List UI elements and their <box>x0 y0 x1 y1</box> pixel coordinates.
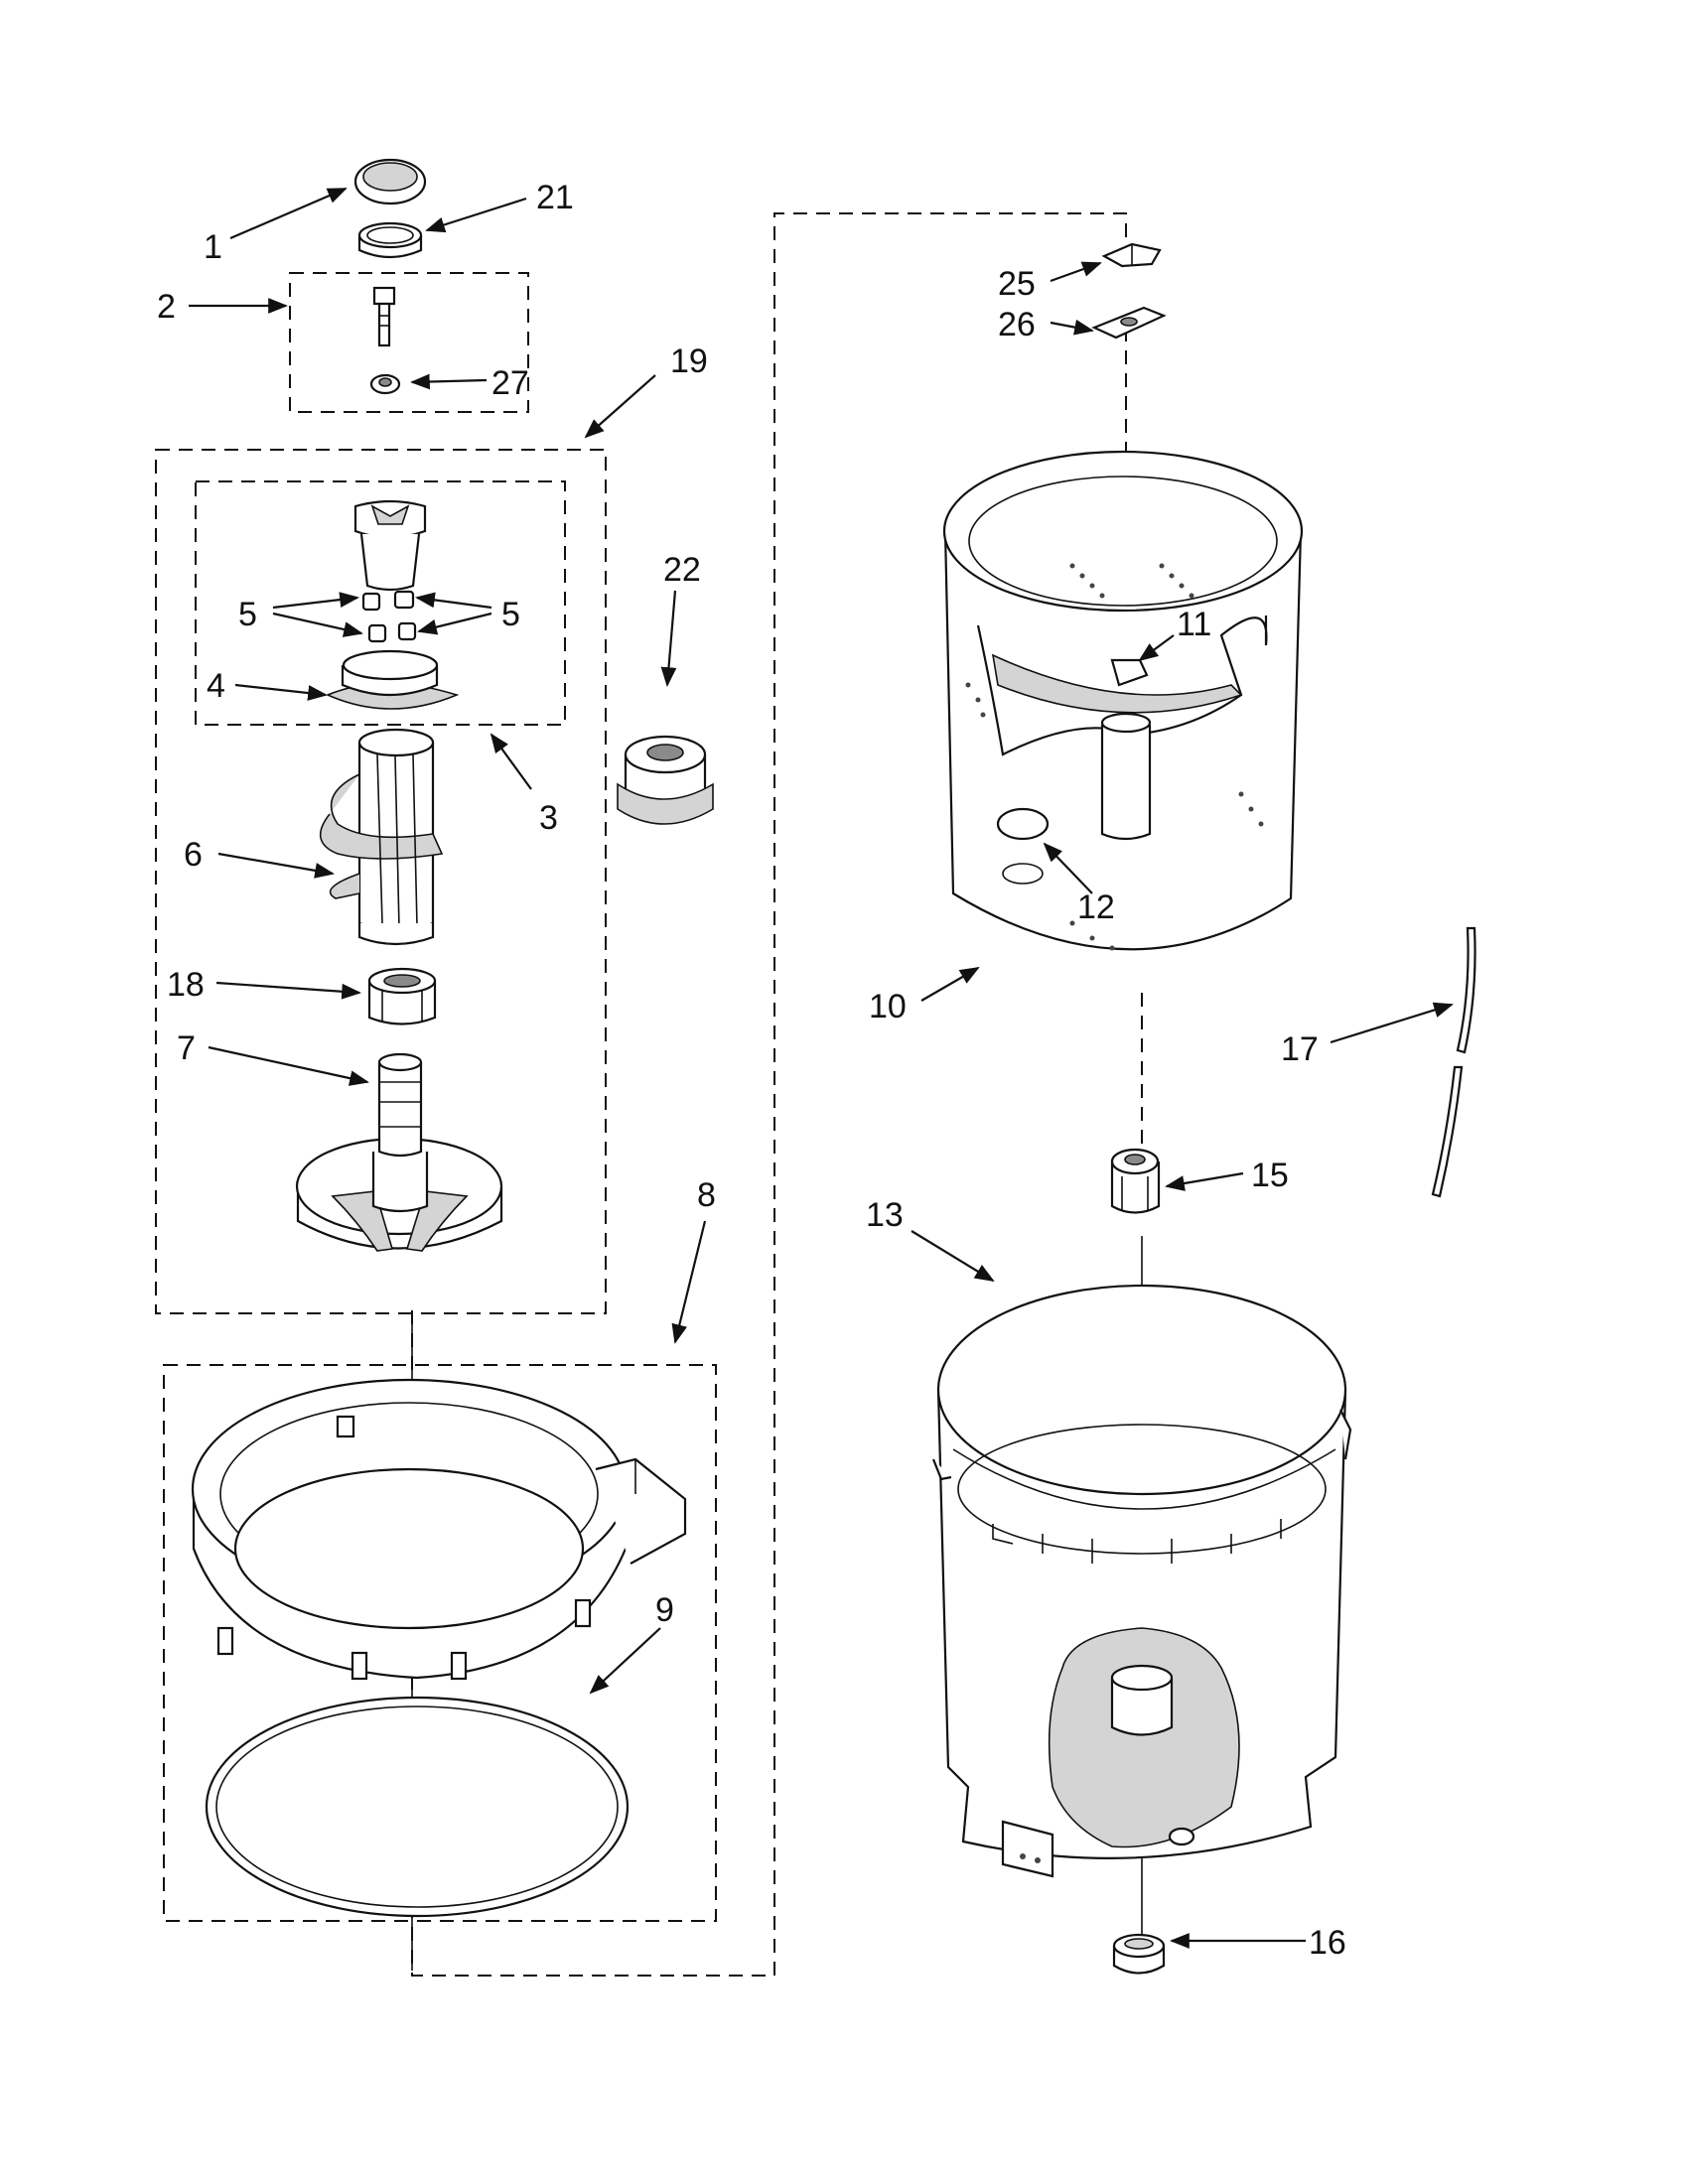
callout-5-left: 5 <box>238 596 257 633</box>
box-bolt-assembly <box>289 272 529 413</box>
auger-part <box>320 728 444 946</box>
callout-18: 18 <box>167 966 205 1004</box>
callout-5-right: 5 <box>501 596 520 633</box>
callout-27: 27 <box>491 364 529 402</box>
bracket-part-26 <box>1091 306 1167 340</box>
callout-22: 22 <box>663 551 701 589</box>
callout-8: 8 <box>697 1176 716 1214</box>
callout-21: 21 <box>536 179 574 216</box>
callout-12: 12 <box>1077 888 1115 926</box>
callout-arrows <box>189 187 1454 1949</box>
bolt-part <box>372 286 396 347</box>
callout-3: 3 <box>539 799 558 837</box>
callout-1: 1 <box>204 228 222 266</box>
hose-part-17 <box>1431 926 1476 1198</box>
callout-17: 17 <box>1281 1030 1319 1068</box>
callout-13: 13 <box>866 1196 904 1234</box>
callout-26: 26 <box>998 306 1036 343</box>
seal-part-22 <box>617 735 714 825</box>
callout-labels: 1 21 2 27 19 5 5 4 3 6 18 7 8 9 22 25 26… <box>157 179 1346 1962</box>
callout-7: 7 <box>177 1029 196 1067</box>
clip-part-25 <box>1101 242 1162 268</box>
cap-ring-part <box>357 221 423 259</box>
dog-parts-5 <box>361 590 417 643</box>
gasket-part-9 <box>205 1696 630 1918</box>
callout-6: 6 <box>184 836 203 874</box>
callout-2: 2 <box>157 288 176 326</box>
box-ring-assembly-8 <box>163 1364 717 1922</box>
agitator-cam-part <box>353 499 427 592</box>
washer-part <box>369 373 401 395</box>
cam-retainer-part <box>325 649 460 710</box>
box-cam-kit-3 <box>195 480 566 726</box>
callout-4: 4 <box>207 667 225 705</box>
callout-25: 25 <box>998 265 1036 303</box>
callout-11: 11 <box>1177 606 1211 643</box>
bearing-part-18 <box>367 967 437 1025</box>
plug-part-16 <box>1112 1933 1166 1975</box>
box-agitator-assembly-19 <box>155 449 607 1314</box>
callout-16: 16 <box>1309 1924 1346 1962</box>
agitator-base-part <box>295 1052 503 1252</box>
agitator-cap-part <box>353 158 427 205</box>
basket-part-10 <box>942 450 1304 951</box>
basket-holes <box>965 563 1264 951</box>
outer-tub-part-13 <box>931 1284 1352 1878</box>
coupling-part-15 <box>1110 1148 1161 1214</box>
callout-19: 19 <box>670 342 708 380</box>
tub-ring-part-8 <box>191 1378 687 1681</box>
callout-10: 10 <box>869 988 907 1025</box>
callout-9: 9 <box>655 1591 674 1629</box>
callout-15: 15 <box>1251 1157 1289 1194</box>
